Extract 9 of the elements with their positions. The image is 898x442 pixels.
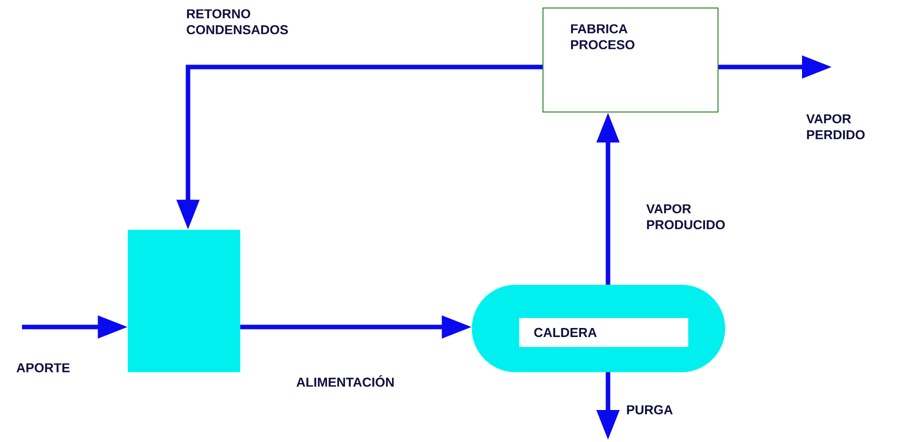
edge-label: VAPOR PERDIDO (806, 114, 865, 140)
edge-label: PURGA (627, 405, 673, 414)
process-box: FABRICA PROCESO (542, 8, 718, 112)
edge-label: RETORNO CONDENSADOS (186, 9, 288, 34)
edge-label: VAPOR PRODUCIDO (646, 204, 725, 230)
edge-label: APORTE (16, 363, 70, 372)
tank (128, 230, 240, 372)
boiler: CALDERA (472, 284, 726, 372)
edge-label: ALIMENTACIÓN (296, 375, 394, 387)
